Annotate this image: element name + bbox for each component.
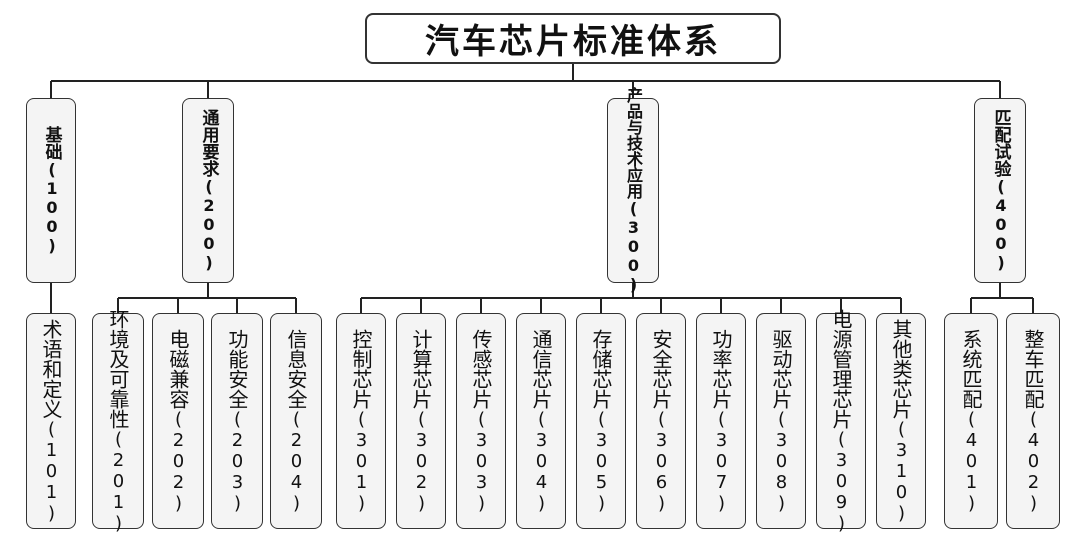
- leaf-node-304: 通信芯片(304): [516, 313, 566, 529]
- leaf-label-201: 环境及可靠性(201): [106, 308, 130, 534]
- leaf-node-202: 电磁兼容(202): [152, 313, 204, 529]
- category-label-general-requirements: 通用要求(200): [198, 109, 219, 272]
- leaf-label-305: 存储芯片(305): [589, 328, 613, 514]
- leaf-label-310: 其他类芯片(310): [889, 318, 913, 524]
- leaf-label-306: 安全芯片(306): [649, 328, 673, 514]
- leaf-node-401: 系统匹配(401): [944, 313, 998, 529]
- category-node-products-applications: 产品与技术应用(300): [607, 87, 659, 294]
- leaf-node-307: 功率芯片(307): [696, 313, 746, 529]
- leaf-label-204: 信息安全(204): [284, 328, 308, 514]
- leaf-label-203: 功能安全(203): [225, 328, 249, 514]
- leaf-node-309: 电源管理芯片(309): [816, 309, 866, 534]
- leaf-node-306: 安全芯片(306): [636, 313, 686, 529]
- category-node-matching-tests: 匹配试验(400): [974, 98, 1026, 283]
- leaf-node-302: 计算芯片(302): [396, 313, 446, 529]
- leaf-label-309: 电源管理芯片(309): [829, 308, 853, 534]
- leaf-node-308: 驱动芯片(308): [756, 313, 806, 529]
- leaf-node-402: 整车匹配(402): [1006, 313, 1060, 529]
- leaf-node-203: 功能安全(203): [211, 313, 263, 529]
- category-node-general-requirements: 通用要求(200): [182, 98, 234, 283]
- leaf-node-301: 控制芯片(301): [336, 313, 386, 529]
- diagram-title: 汽车芯片标准体系: [365, 13, 781, 64]
- leaf-node-101: 术语和定义(101): [26, 313, 76, 529]
- leaf-label-401: 系统匹配(401): [959, 328, 983, 514]
- leaf-label-303: 传感芯片(303): [469, 328, 493, 514]
- leaf-label-307: 功率芯片(307): [709, 328, 733, 514]
- category-label-basics: 基础(100): [41, 126, 62, 255]
- leaf-label-402: 整车匹配(402): [1021, 328, 1045, 514]
- leaf-label-202: 电磁兼容(202): [166, 328, 190, 514]
- leaf-label-302: 计算芯片(302): [409, 328, 433, 514]
- leaf-label-301: 控制芯片(301): [349, 328, 373, 514]
- leaf-label-308: 驱动芯片(308): [769, 328, 793, 514]
- leaf-node-201: 环境及可靠性(201): [92, 309, 144, 534]
- leaf-node-204: 信息安全(204): [270, 313, 322, 529]
- category-label-products-applications: 产品与技术应用(300): [624, 87, 643, 294]
- leaf-label-101: 术语和定义(101): [39, 318, 63, 524]
- leaf-node-303: 传感芯片(303): [456, 313, 506, 529]
- category-node-basics: 基础(100): [26, 98, 76, 283]
- diagram-title-text: 汽车芯片标准体系: [425, 22, 721, 62]
- leaf-node-305: 存储芯片(305): [576, 313, 626, 529]
- leaf-node-310: 其他类芯片(310): [876, 313, 926, 529]
- category-label-matching-tests: 匹配试验(400): [990, 109, 1011, 272]
- leaf-label-304: 通信芯片(304): [529, 328, 553, 514]
